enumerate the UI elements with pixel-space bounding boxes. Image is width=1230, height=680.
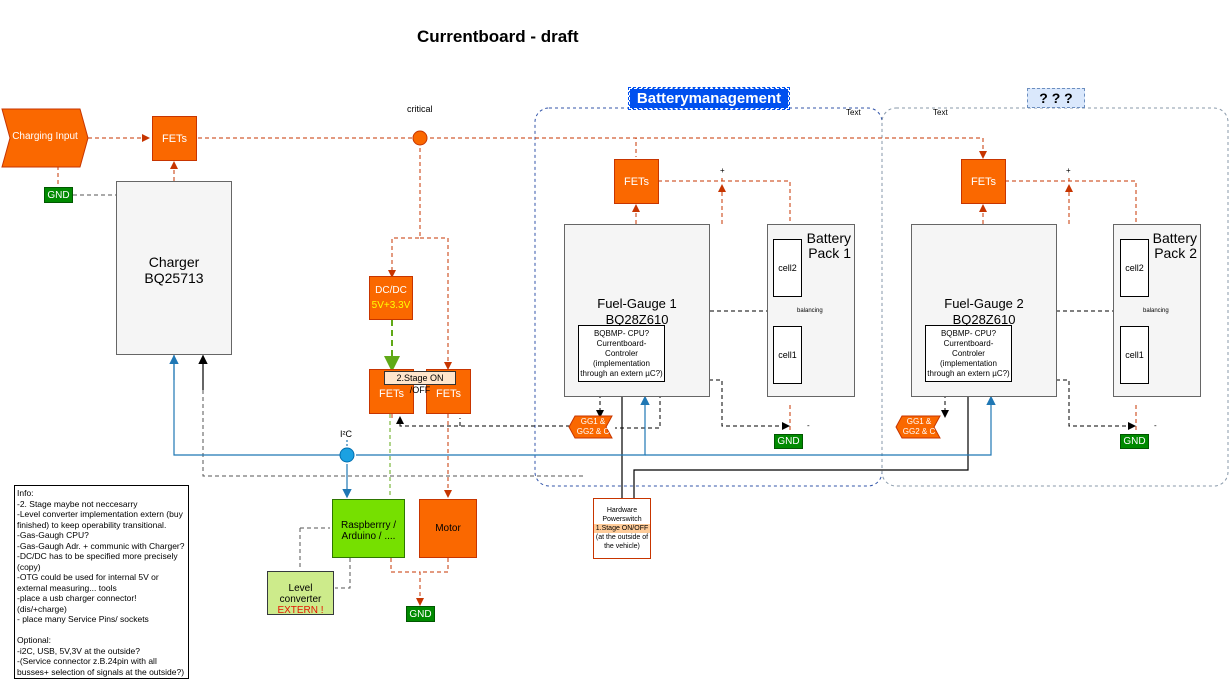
cell2-pack-1: cell2 <box>773 239 802 297</box>
bqbmp-1-line3: Controler <box>605 349 638 358</box>
cell2-pack-2: cell2 <box>1120 239 1149 297</box>
gnd-pack-1: GND <box>774 434 803 449</box>
batterymanagement-label: Batterymanagement <box>628 87 790 110</box>
info-line: Info: <box>17 488 34 498</box>
bqbmp-box-1: BQBMP- CPU? Currentboard- Controler (imp… <box>578 325 665 382</box>
gnd-motor: GND <box>406 606 435 622</box>
minus-label-1: - <box>807 421 810 430</box>
text-label-1: Text <box>846 108 861 117</box>
balancing-label-2: balancing <box>1143 308 1169 314</box>
fets-bms-1: FETs <box>614 159 659 204</box>
info-line: -place a usb charger connector! <box>17 593 137 603</box>
bqbmp-1-line4: (implementation <box>593 359 650 368</box>
text-label-2: Text <box>933 108 948 117</box>
fuel-gauge-1-chip: BQ28Z610 <box>605 312 669 327</box>
info-line: - place many Service Pins/ sockets <box>17 614 149 624</box>
gg-tag-1-line1: GG1 & <box>580 417 606 426</box>
powerswitch-stage1: 1.Stage ON/OFF <box>594 524 650 533</box>
fets-main: FETs <box>152 116 197 161</box>
powerswitch-line4: (at the outside of <box>595 534 649 541</box>
gg-tag-1: GG1 & GG2 & C <box>572 417 614 437</box>
gg-tag-1-line2: GG2 & C <box>576 427 610 436</box>
critical-label: critical <box>407 104 433 114</box>
fets-stage2-left-label: FETs <box>378 387 405 400</box>
bqbmp-2-line4: (implementation <box>940 359 997 368</box>
bqbmp-1-line5: through an extern µC?) <box>580 369 663 378</box>
bqbmp-1-line2: Currentboard- <box>596 339 647 348</box>
info-line: -Gas-Gaugh CPU? <box>17 530 89 540</box>
info-line: busses+ selection of signals at the outs… <box>17 666 185 677</box>
fuel-gauge-2-chip: BQ28Z610 <box>952 312 1016 327</box>
powerswitch-line1: Hardware <box>606 507 638 514</box>
cell1-pack-2: cell1 <box>1120 326 1149 384</box>
battery-pack-2-label-2: Pack 2 <box>1154 245 1197 261</box>
cell1-pack-2-label: cell1 <box>1125 350 1144 360</box>
hardware-powerswitch-box: Hardware Powerswitch 1.Stage ON/OFF (at … <box>593 498 651 559</box>
info-line: -i2C, USB, 5V,3V at the outside? <box>17 645 141 656</box>
gg-tag-2-line2: GG2 & C <box>902 427 936 436</box>
bqbmp-1-line1: BQBMP- CPU? <box>593 329 650 338</box>
level-converter-extern: EXTERN ! <box>277 605 324 616</box>
level-converter-box: Level converter EXTERN ! <box>267 571 334 616</box>
info-line: -Gas-Gaugh Adr. + communic with Charger? <box>17 540 185 551</box>
plus-label-2: + <box>1066 166 1071 175</box>
gg-tag-2-line1: GG1 & <box>906 417 932 426</box>
fuel-gauge-1-label: Fuel-Gauge 1 <box>597 296 677 311</box>
bqbmp-2-line3: Controler <box>952 349 985 358</box>
i2c-label: I²C <box>340 429 352 439</box>
battery-pack-1-label-2: Pack 1 <box>808 245 851 261</box>
bqbmp-box-2: BQBMP- CPU? Currentboard- Controler (imp… <box>925 325 1012 382</box>
info-line: Optional: <box>17 635 52 645</box>
powerswitch-line2: Powerswitch <box>602 516 642 523</box>
cell2-pack-2-label: cell2 <box>1125 263 1144 273</box>
info-line: finished) to keep operability transition… <box>17 519 167 530</box>
info-line: -OTG could be used for internal 5V or <box>17 572 159 582</box>
dcdc-label: DC/DC <box>375 285 407 296</box>
motor-box: Motor <box>419 499 477 558</box>
fuel-gauge-2-label: Fuel-Gauge 2 <box>944 296 1024 311</box>
cell1-pack-1: cell1 <box>773 326 802 384</box>
minus-label-2: - <box>1154 421 1157 430</box>
bqbmp-2-line5: through an extern µC?) <box>927 369 1010 378</box>
dcdc-voltage: 5V+3.3V <box>371 300 411 311</box>
info-line: -Level converter implementation extern (… <box>17 509 183 519</box>
gg-tag-2: GG1 & GG2 & C <box>898 417 940 437</box>
info-line: external measuring... tools <box>17 582 117 593</box>
raspberry-label-1: Raspberrry / <box>340 520 396 531</box>
info-box: Info: -2. Stage maybe not neccesarry -Le… <box>14 485 189 679</box>
balancing-label-1: balancing <box>797 308 823 314</box>
charger-chip: BQ25713 <box>144 270 204 286</box>
info-line: (dis/+charge) <box>17 603 67 614</box>
info-line <box>17 625 186 636</box>
info-line: -DC/DC has to be specified more precisel… <box>17 551 178 561</box>
level-converter-label: Level converter <box>279 583 322 605</box>
bqbmp-2-line1: BQBMP- CPU? <box>940 329 997 338</box>
powerswitch-line5: the vehicle) <box>604 543 640 550</box>
info-line: -(Service connector z.B.24pin with all <box>17 656 157 666</box>
dcdc-box: DC/DC 5V+3.3V <box>369 276 413 320</box>
gnd-pack-2: GND <box>1120 434 1149 449</box>
gnd-charger: GND <box>44 187 73 203</box>
battery-pack-1-label-1: Battery <box>806 230 851 246</box>
page-title: Currentboard - draft <box>417 27 579 46</box>
fets-stage2-right-label: FETs <box>435 387 462 400</box>
charger-label: Charger <box>148 254 200 270</box>
cell1-pack-1-label: cell1 <box>778 350 797 360</box>
charger-box: Charger BQ25713 <box>116 181 232 355</box>
cell2-pack-1-label: cell2 <box>778 263 797 273</box>
stage2-label: 2.Stage ON /OFF <box>384 371 456 395</box>
unknown-label: ? ? ? <box>1027 88 1085 108</box>
battery-pack-2-label-1: Battery <box>1152 230 1197 246</box>
fets-bms-2: FETs <box>961 159 1006 204</box>
raspberry-label-2: Arduino / .... <box>341 531 396 542</box>
charging-input-label: Charging Input <box>12 131 78 142</box>
info-line: (copy) <box>17 561 41 572</box>
bqbmp-2-line2: Currentboard- <box>943 339 994 348</box>
info-line: -2. Stage maybe not neccesarry <box>17 498 138 509</box>
plus-label-1: + <box>720 166 725 175</box>
raspberry-box: Raspberrry / Arduino / .... <box>332 499 405 558</box>
